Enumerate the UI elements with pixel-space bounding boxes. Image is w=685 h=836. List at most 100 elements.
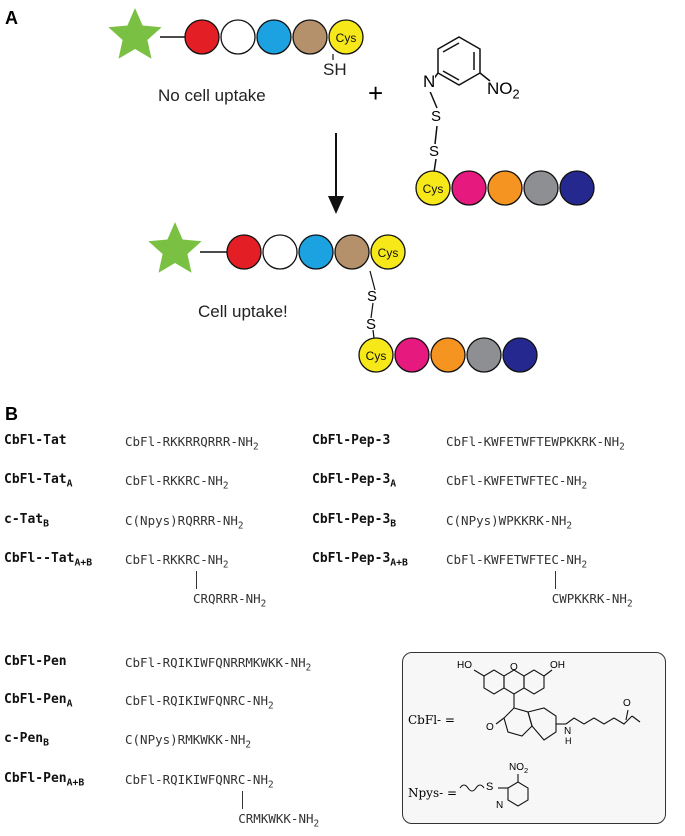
amino-acid-bead [394,337,430,373]
peptide-sequence-subscript: 2 [222,480,229,492]
peptide-name: CbFl-Pep-3A [312,472,396,490]
peptide-sequence: CbFl-RKKRC-NH2 [125,552,228,571]
peptide-sequence: CbFl-RQIKIWFQNRC-NH2 [125,772,274,791]
amino-acid-bead [502,337,538,373]
peptide-name-subscript: B [43,518,50,530]
peptide-sequence-subscript: 2 [566,520,573,532]
legend-carbonyl-o: O [623,698,631,709]
product-peptide-chain-1: Cys [226,234,406,270]
peptide-name: CbFl-PenA [4,692,73,710]
peptide-name-subscript: B [43,737,50,749]
cys-bead-label: Cys [366,349,387,363]
peptide-name: CbFl--TatA+B [4,551,92,569]
peptide-sequence: CbFl-RKKRRQRRR-NH2 [125,434,259,453]
peptide-sequence: CbFl-RKKRC-NH2 [125,473,228,492]
peptide-name-text: CbFl-Pep-3 [312,472,391,487]
peptide-sequence-subscript: 2 [237,520,244,532]
peptide-name: c-PenB [4,731,49,749]
peptide-sequence-subscript: 2 [581,559,588,571]
reaction-arrow-head [328,196,344,214]
peptide-sequence: C(NPys)RMKWKK-NH2 [125,732,251,751]
amino-acid-bead [487,170,523,206]
peptide-sequence: C(NPys)WPKKRK-NH2 [446,513,572,532]
amino-acid-bead [559,170,595,206]
peptide-sequence-text: CbFl-RQIKIWFQNRC-NH [125,772,268,787]
peptide-name: CbFl-TatA [4,472,73,490]
peptide-name-subscript: A+B [390,557,408,569]
product-fluorophore-star-icon [148,222,202,273]
peptide-sequence-text: CbFl-RQIKIWFQNRRMKWKK-NH [125,655,306,670]
peptide-sequence-subscript: 2 [245,739,252,751]
peptide-name-text: CbFl-Pep-3 [312,433,391,448]
amino-acid-bead [430,337,466,373]
legend-amide-n: N [564,726,572,737]
product-disulfide-bond-3 [372,329,375,339]
peptide-sequence-text: C(NPys)RMKWKK-NH [125,732,246,747]
nitro-text: NO [487,79,513,98]
product-sulfur-label-2: S [366,316,377,333]
peptide-sequence-text: CbFl-RKKRC-NH [125,552,223,567]
peptide-sequence-text: CbFl-KWFETWFTEWPKKRK-NH [446,434,620,449]
amino-acid-bead [334,234,370,270]
branch-sequence-text: CRMKWKK-NH [238,811,314,826]
peptide-name: CbFl-Pep-3B [312,512,396,530]
amino-acid-bead [220,19,256,55]
thiol-label: SH [323,60,347,79]
peptide-sequence-text: CbFl-RKKRC-NH [125,473,223,488]
branch-sequence: CRMKWKK-NH2 [238,811,319,830]
disulfide-branch-bond [196,571,198,589]
peptide-name: CbFl-Pen [4,654,67,669]
legend-amide-h: H [565,736,572,746]
disulfide-branch-bond [555,571,557,589]
legend-no2-text: NO [509,762,524,773]
branch-sequence-subscript: 2 [260,598,267,610]
peptide-name-subscript: A+B [66,777,85,789]
peptide-sequence-text: CbFl-KWFETWFTEC-NH [446,552,582,567]
amino-acid-bead [523,170,559,206]
peptide-name-subscript: A [66,698,73,710]
peptide-name-text: CbFl--Tat [4,551,75,566]
peptide-name-subscript: A [66,478,73,490]
disulfide-bond-1 [428,88,438,109]
amino-acid-bead [292,19,328,55]
peptide-sequence: CbFl-RQIKIWFQNRRMKWKK-NH2 [125,655,311,674]
amino-acid-bead [262,234,298,270]
peptide-name-text: CbFl-Pen [4,654,67,669]
reagent-peptide-chain: Cys [415,170,595,206]
sulfur-label-2: S [429,143,440,160]
amino-acid-bead [184,19,220,55]
peptide-name-text: CbFl-Pep-3 [312,551,391,566]
peptide-name-text: c-Tat [4,512,44,527]
branch-sequence-text: CWPKKRK-NH [551,591,627,606]
fluorophore-star-icon [108,8,162,59]
peptide-sequence: CbFl-KWFETWFTEC-NH2 [446,473,587,492]
peptide-sequence-text: CbFl-KWFETWFTEC-NH [446,473,582,488]
peptide-sequence-subscript: 2 [222,559,229,571]
peptide-name: CbFl-Pep-3 [312,433,390,448]
cys-bead-label: Cys [378,246,399,260]
cys-bead [328,19,364,55]
peptide-name-text: CbFl-Pep-3 [312,512,391,527]
peptide-name: CbFl-Pep-3A+B [312,551,408,569]
branch-sequence-subscript: 2 [626,598,633,610]
peptide-sequence: C(Npys)RQRRR-NH2 [125,513,244,532]
amino-acid-bead [451,170,487,206]
peptide-sequence-text: C(Npys)RQRRR-NH [125,513,238,528]
legend-lactone-o: O [486,722,494,733]
peptide-sequence-subscript: 2 [268,700,274,712]
nitro-sub: 2 [512,86,520,102]
peptide-sequence: CbFl-KWFETWFTEWPKKRK-NH2 [446,434,625,453]
peptide-sequence-subscript: 2 [268,779,274,791]
disulfide-branch-bond [241,791,243,809]
legend-cbfl-label: CbFl- = [408,713,455,727]
peptide-sequence-subscript: 2 [581,480,588,492]
peptide-name-text: c-Pen [4,731,44,746]
peptide-sequence-text: CbFl-RQIKIWFQNRC-NH [125,693,268,708]
product-sulfur-label-1: S [367,288,378,305]
amino-acid-bead [226,234,262,270]
nitro-label: NO2 [487,79,520,101]
disulfide-bond-3 [433,158,437,173]
panel-b-letter: B [5,404,18,424]
peptide-sequence-subscript: 2 [305,662,312,674]
plus-sign: + [368,78,384,108]
